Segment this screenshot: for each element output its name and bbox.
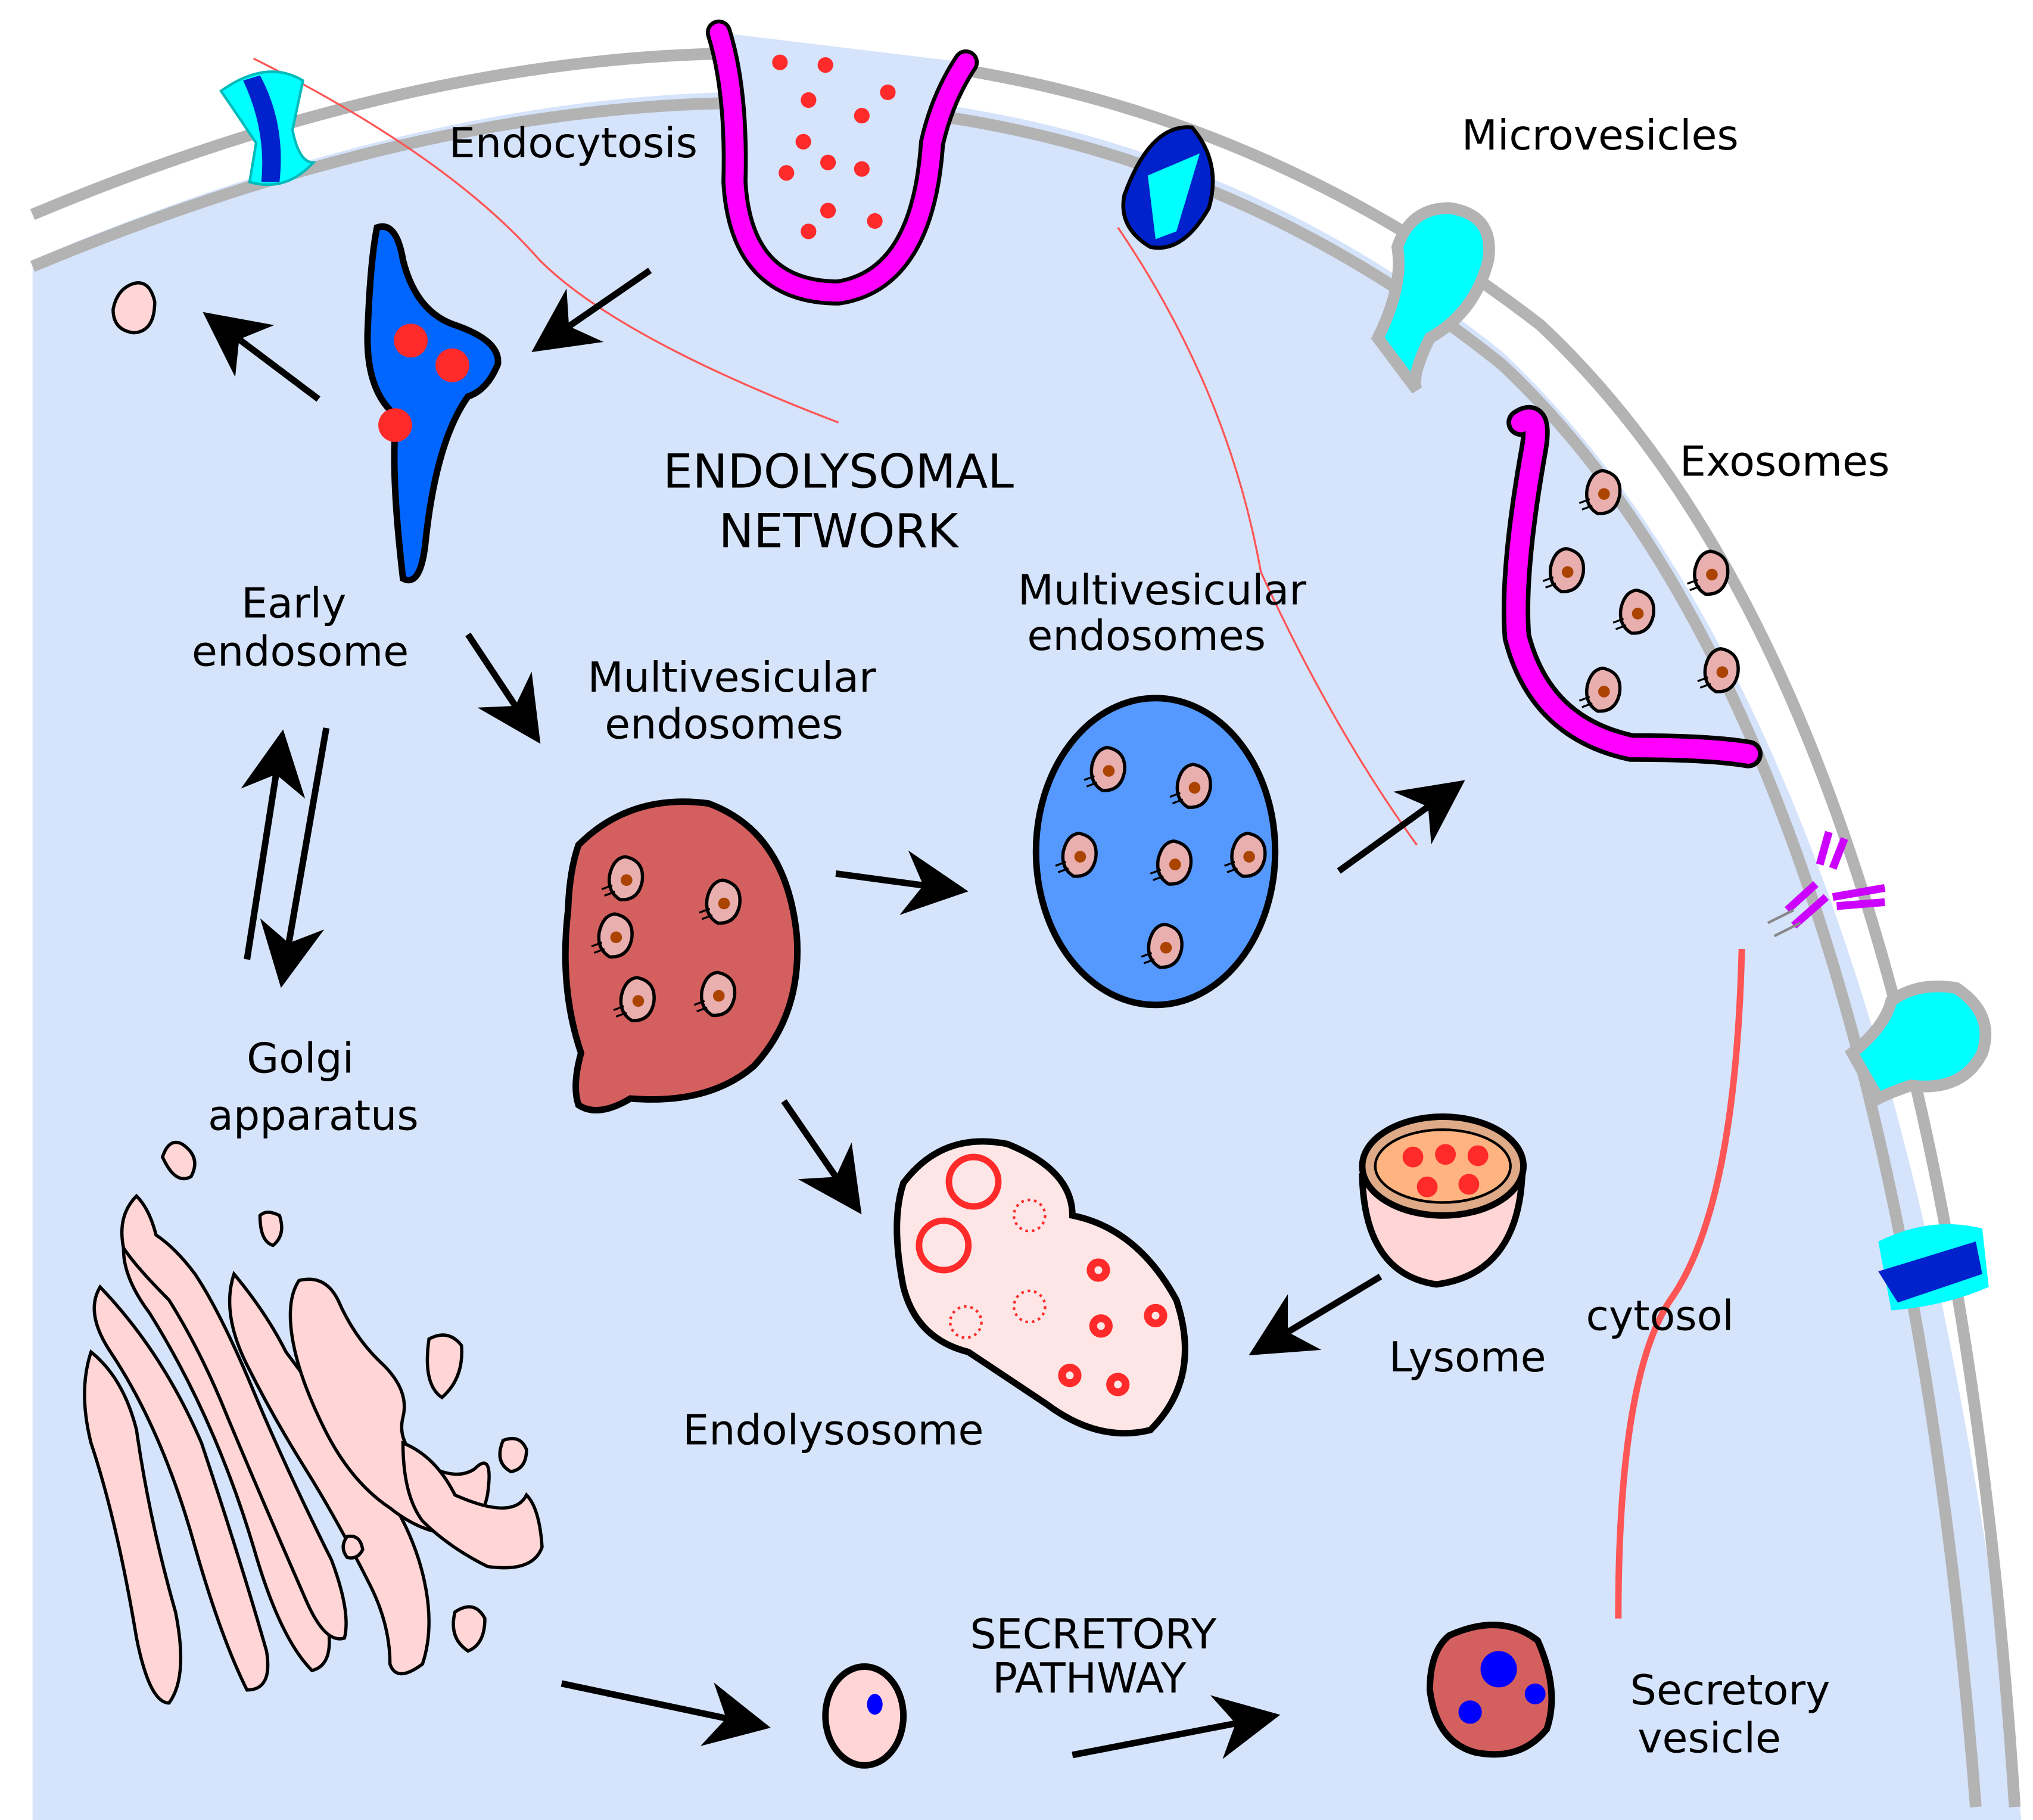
membrane-channel-icon <box>1878 1224 1989 1311</box>
label-lysome: Lysome <box>1389 1333 1546 1382</box>
exosome-group <box>591 855 742 1022</box>
label-golgi-1: Golgi <box>247 1034 354 1082</box>
exosome-icon <box>1612 588 1655 635</box>
label-secretory-vesicle-1: Secretory <box>1630 1666 1830 1715</box>
exosome-icon <box>1542 547 1586 593</box>
pathway-arrows <box>203 267 1465 1759</box>
early-endosome <box>364 223 502 584</box>
exosome-icon <box>1579 666 1622 713</box>
small-vesicle <box>111 281 157 335</box>
membrane-channel-icon <box>219 70 316 186</box>
endolysosome-ring <box>945 1153 1002 1210</box>
label-exosomes: Exosomes <box>1680 438 1889 486</box>
plasma-membrane <box>30 47 2021 1807</box>
exosome-icon <box>601 855 645 901</box>
transport-vesicle <box>822 1663 907 1769</box>
exosome-icon <box>591 912 634 959</box>
dissolving-vesicle <box>1012 1198 1047 1233</box>
label-multivesicular-2a: Multivesicular <box>1018 567 1306 615</box>
label-secretory-vesicle-2: vesicle <box>1637 1715 1781 1763</box>
cytosol-filament <box>1615 948 1745 1619</box>
cargo-dots <box>772 54 896 239</box>
lysosome <box>1359 1113 1527 1288</box>
label-endolysosome: Endolysosome <box>683 1406 983 1454</box>
exosome-icon <box>1055 831 1098 878</box>
label-cytosol: cytosol <box>1586 1292 1734 1340</box>
endolysosome-ring <box>916 1217 972 1274</box>
membrane-channel-icon <box>1121 125 1215 250</box>
exosome-icon <box>1141 922 1184 969</box>
label-early-endosome-2: endosome <box>192 627 409 676</box>
label-endolysosomal-network-2: NETWORK <box>719 504 960 559</box>
exosome-icon <box>1579 469 1622 515</box>
label-secretory-pathway-1: SECRETORY <box>970 1610 1216 1659</box>
exosome-icon <box>1084 745 1126 792</box>
receptor-icon <box>1785 830 1886 929</box>
exosome-icon <box>613 976 656 1022</box>
exosome-icon <box>1686 549 1730 596</box>
exosome-icon <box>1224 831 1267 878</box>
label-multivesicular-1b: endosomes <box>605 700 843 748</box>
exosome-release-fold <box>1501 405 1763 769</box>
endolysosome <box>893 1138 1188 1437</box>
label-secretory-pathway-2: PATHWAY <box>992 1654 1187 1703</box>
label-microvesicles: Microvesicles <box>1462 111 1739 160</box>
label-multivesicular-1a: Multivesicular <box>588 654 876 702</box>
exosome-icon <box>699 878 742 925</box>
label-early-endosome-1: Early <box>241 580 346 628</box>
exosome-group <box>1542 469 1740 713</box>
endocytic-pit <box>705 19 979 306</box>
exosome-icon <box>1150 839 1193 886</box>
label-endolysosomal-network-1: ENDOLYSOMAL <box>663 444 1014 499</box>
secretory-vesicle <box>1426 1622 1555 1758</box>
exosome-icon <box>1169 763 1212 809</box>
exosome-group <box>1055 745 1267 969</box>
microvesicle-bud <box>1371 202 1495 394</box>
exosome-icon <box>1697 647 1740 693</box>
dissolving-vesicle <box>949 1305 983 1339</box>
golgi-apparatus <box>83 1140 544 1705</box>
label-endocytosis: Endocytosis <box>449 119 698 167</box>
label-multivesicular-2b: endosomes <box>1027 612 1266 660</box>
receptor-stem-icon <box>1767 909 1801 938</box>
exosome-icon <box>693 970 737 1017</box>
cytoskeleton-filaments <box>253 57 1418 846</box>
label-golgi-2: apparatus <box>208 1091 419 1140</box>
microvesicle-bud <box>1844 980 1992 1106</box>
